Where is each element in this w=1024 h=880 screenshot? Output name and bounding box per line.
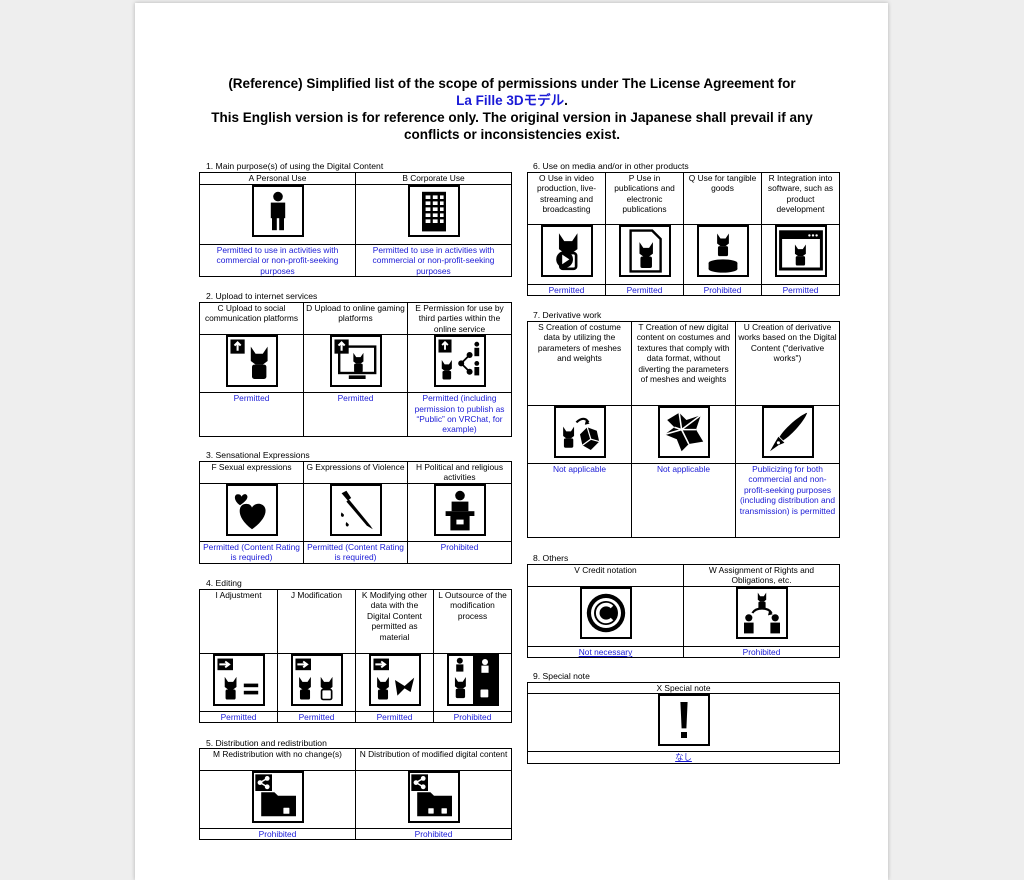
permissions-table-main-purpose: A Personal Use B Corporate Use Permitted…: [199, 172, 512, 278]
permissions-table-others: V Credit notation W Assignment of Rights…: [527, 564, 840, 659]
item-label-f: F Sexual expressions: [199, 461, 304, 484]
section-heading: 2. Upload to internet services: [206, 291, 318, 301]
item-value-i: Permitted: [199, 710, 278, 724]
item-value-a: Permitted to use in activities with comm…: [199, 243, 356, 278]
section-heading: 5. Distribution and redistribution: [206, 738, 327, 748]
modify-ribbon-icon: [368, 654, 421, 706]
podium-speaker-icon: [433, 484, 486, 536]
outsource-icon: [446, 654, 499, 706]
item-label-o: O Use in video production, live-streamin…: [527, 172, 606, 225]
section-heading: 9. Special note: [533, 671, 590, 681]
exclamation-icon: [657, 694, 710, 747]
item-value-u: Publicizing for both commercial and non-…: [735, 463, 840, 538]
document-title: (Reference) Simplified list of the scope…: [190, 75, 834, 143]
modify-avatar-icon: [290, 654, 343, 706]
item-value-w: Prohibited: [683, 645, 840, 659]
item-label-a: A Personal Use: [199, 172, 356, 185]
item-value-c: Permitted: [199, 392, 304, 438]
item-value-v: Not necessary: [527, 645, 684, 659]
upload-game-screen-icon: [329, 335, 382, 388]
office-building-icon: [407, 185, 460, 237]
item-label-s: S Creation of costume data by utilizing …: [527, 321, 632, 406]
permissions-table-sensational: F Sexual expressions G Expressions of Vi…: [199, 461, 512, 564]
costume-data-icon: [553, 406, 606, 458]
item-label-p: P Use in publications and electronic pub…: [605, 172, 684, 225]
publication-page-icon: [618, 225, 671, 277]
product-name-line: La Fille 3Dモデル.: [190, 92, 834, 109]
item-value-l: Prohibited: [433, 710, 512, 724]
item-value-t: Not applicable: [631, 463, 736, 538]
item-label-m: M Redistribution with no change(s): [199, 748, 356, 771]
notice-line: This English version is for reference on…: [211, 110, 813, 142]
copyright-icon: [579, 587, 632, 639]
redistribute-folder-icon: [251, 771, 304, 823]
item-value-b: Permitted to use in activities with comm…: [355, 243, 512, 278]
item-value-m: Prohibited: [199, 827, 356, 841]
item-value-n: Prohibited: [355, 827, 512, 841]
permissions-table-distribution: M Redistribution with no change(s) N Dis…: [199, 748, 512, 841]
product-suffix: .: [564, 93, 568, 108]
item-label-g: G Expressions of Violence: [303, 461, 408, 484]
item-label-w: W Assignment of Rights and Obligations, …: [683, 564, 840, 587]
section-heading: 4. Editing: [206, 578, 242, 588]
item-value-d: Permitted: [303, 392, 408, 438]
person-icon: [251, 185, 304, 237]
hearts-icon: [225, 484, 278, 536]
knife-blood-icon: [329, 484, 382, 536]
section-heading: 1. Main purpose(s) of using the Digital …: [206, 161, 384, 171]
item-value-f: Permitted (Content Rating is required): [199, 541, 304, 564]
permissions-table-editing: I Adjustment J Modification K Modifying …: [199, 589, 512, 724]
figure-goods-icon: [696, 225, 749, 277]
item-label-l: L Outsource of the modification process: [433, 589, 512, 654]
item-value-g: Permitted (Content Rating is required): [303, 541, 408, 564]
item-label-d: D Upload to online gaming platforms: [303, 301, 408, 336]
permissions-table-media: O Use in video production, live-streamin…: [527, 172, 840, 297]
item-value-p: Permitted: [605, 283, 684, 297]
item-value-o: Permitted: [527, 283, 606, 297]
redistribute-modified-folder-icon: [407, 771, 460, 823]
item-label-q: Q Use for tangible goods: [683, 172, 762, 225]
item-label-i: I Adjustment: [199, 589, 278, 654]
item-label-c: C Upload to social communication platfor…: [199, 301, 304, 336]
section-heading: 3. Sensational Expressions: [206, 450, 310, 460]
item-value-r: Permitted: [761, 283, 840, 297]
item-label-v: V Credit notation: [527, 564, 684, 587]
item-value-e: Permitted (including permission to publi…: [407, 392, 512, 438]
software-window-icon: [774, 225, 827, 277]
item-label-n: N Distribution of modified digital conte…: [355, 748, 512, 771]
section-heading: 8. Others: [533, 553, 569, 563]
item-label-b: B Corporate Use: [355, 172, 512, 185]
item-label-e: E Permission for use by third parties wi…: [407, 301, 512, 336]
permissions-table-derivative: S Creation of costume data by utilizing …: [527, 321, 840, 538]
permissions-table-upload: C Upload to social communication platfor…: [199, 301, 512, 438]
product-name: La Fille 3Dモデル: [456, 93, 565, 108]
item-label-t: T Creation of new digital content on cos…: [631, 321, 736, 406]
item-value-s: Not applicable: [527, 463, 632, 538]
item-label-k: K Modifying other data with the Digital …: [355, 589, 434, 654]
item-label-r: R Integration into software, such as pro…: [761, 172, 840, 225]
item-label-x: X Special note: [527, 681, 840, 695]
title-line: (Reference) Simplified list of the scope…: [228, 76, 796, 91]
item-label-h: H Political and religious activities: [407, 461, 512, 484]
item-value-q: Prohibited: [683, 283, 762, 297]
item-value-x: なし: [527, 751, 840, 764]
item-value-k: Permitted: [355, 710, 434, 724]
video-play-icon: [540, 225, 593, 277]
fabric-icon: [657, 406, 710, 458]
pen-nib-icon: [761, 406, 814, 458]
item-value-j: Permitted: [277, 710, 356, 724]
upload-avatar-icon: [225, 335, 278, 388]
share-third-party-icon: [433, 335, 486, 388]
section-heading: 7. Derivative work: [533, 310, 602, 320]
rights-transfer-icon: [735, 587, 788, 639]
item-label-j: J Modification: [277, 589, 356, 654]
item-value-h: Prohibited: [407, 541, 512, 564]
section-heading: 6. Use on media and/or in other products: [533, 161, 689, 171]
item-label-u: U Creation of derivative works based on …: [735, 321, 840, 406]
permissions-table-special-note: X Special note なし: [527, 681, 840, 764]
adjust-equal-icon: [212, 654, 265, 706]
